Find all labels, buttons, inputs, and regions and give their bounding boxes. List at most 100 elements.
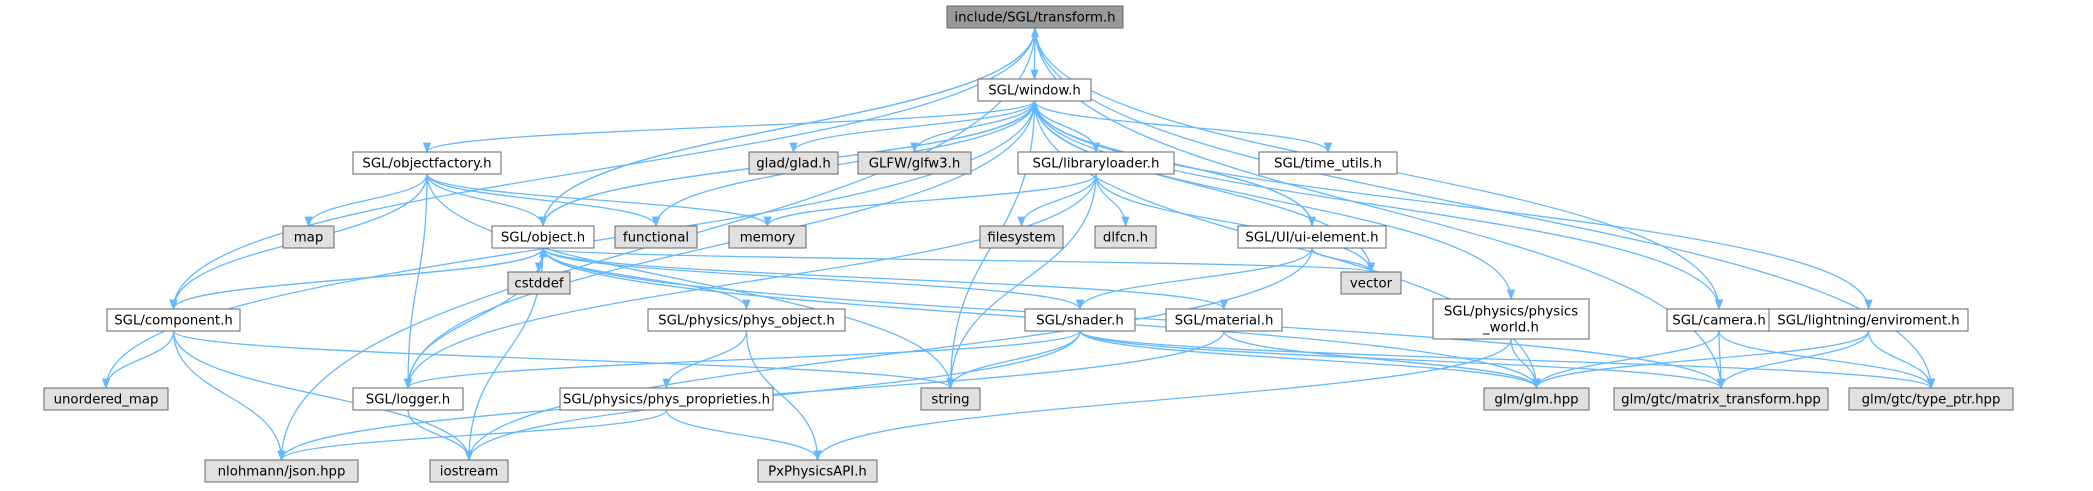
node-label: nlohmann/json.hpp <box>218 465 346 480</box>
edge-window-to-objectfactory <box>423 100 1036 154</box>
node-type-ptr: glm/gtc/type_ptr.hpp <box>1848 387 2014 411</box>
node-label: map <box>294 231 324 246</box>
node-map: map <box>282 225 335 249</box>
node-object[interactable]: SGL/object.h <box>491 225 595 249</box>
edge-object-to-phys_object <box>542 247 751 311</box>
node-box <box>1017 151 1175 175</box>
node-label: SGL/libraryloader.h <box>1033 157 1160 172</box>
edge-window-to-functional <box>651 100 1036 228</box>
node-box <box>757 459 878 483</box>
node-label: GLFW/glfw3.h <box>869 157 961 172</box>
node-label: cstddef <box>514 277 564 292</box>
node-label: unordered_map <box>54 393 159 408</box>
edge-phys_object-to-physx <box>745 330 822 462</box>
node-matrix-transform: glm/gtc/matrix_transform.hpp <box>1613 387 1829 411</box>
node-box <box>491 225 595 249</box>
node-logger[interactable]: SGL/logger.h <box>352 387 464 411</box>
node-box <box>204 459 359 483</box>
node-label: glad/glad.h <box>756 157 831 172</box>
node-box <box>920 387 981 411</box>
edge-camera-to-type_ptr <box>1718 330 1936 390</box>
node-box <box>857 151 972 175</box>
node-iostream: iostream <box>429 459 509 483</box>
node-memory: memory <box>728 225 807 249</box>
node-box <box>614 225 698 249</box>
node-camera[interactable]: SGL/camera.h <box>1666 308 1772 332</box>
node-dlfcn: dlfcn.h <box>1094 225 1157 249</box>
node-filesystem: filesystem <box>979 225 1064 249</box>
node-box <box>1165 308 1283 332</box>
node-box <box>43 387 169 411</box>
edge-shader-to-glm <box>1079 330 1541 390</box>
edge-object-to-material <box>542 247 1228 311</box>
node-box <box>748 151 839 175</box>
node-label: memory <box>740 231 796 246</box>
node-label: iostream <box>440 465 498 480</box>
edge-libraryloader-to-vector <box>1095 173 1376 274</box>
edge-logger-to-iostream <box>407 409 474 462</box>
edge-shader-to-type_ptr <box>1079 330 1935 390</box>
node-box <box>352 151 502 175</box>
edge-objectfactory-to-memory <box>426 173 772 228</box>
node-lightning[interactable]: SGL/lightning/enviroment.h <box>1768 308 1969 332</box>
node-label: SGL/physics/physics <box>1444 305 1578 320</box>
node-label: glm/gtc/matrix_transform.hpp <box>1621 393 1821 408</box>
node-label: SGL/UI/ui-element.h <box>1245 231 1378 246</box>
node-label: SGL/object.h <box>501 231 585 246</box>
node-box <box>1024 308 1136 332</box>
node-box <box>728 225 807 249</box>
node-box <box>1483 387 1590 411</box>
edge-camera-to-glm <box>1532 330 1720 390</box>
edge-component-to-iostream <box>172 330 474 462</box>
edge-window-to-glad <box>789 100 1036 154</box>
node-material[interactable]: SGL/material.h <box>1165 308 1283 332</box>
edge-component-to-unordered_map <box>101 330 175 390</box>
node-shader[interactable]: SGL/shader.h <box>1024 308 1136 332</box>
node-label: vector <box>1350 277 1393 292</box>
node-label: _world.h <box>1482 321 1539 336</box>
node-box <box>1340 271 1402 295</box>
node-label: include/SGL/transform.h <box>954 11 1115 26</box>
node-json: nlohmann/json.hpp <box>204 459 359 483</box>
edge-objectfactory-to-logger <box>403 173 428 390</box>
node-libraryloader[interactable]: SGL/libraryloader.h <box>1017 151 1175 175</box>
node-transform[interactable]: include/SGL/transform.h <box>946 5 1124 29</box>
node-phys-proprieties[interactable]: SGL/physics/phys_proprieties.h <box>559 387 774 411</box>
node-physics-world[interactable]: SGL/physics/physics_world.h <box>1432 298 1590 340</box>
node-phys-object[interactable]: SGL/physics/phys_object.h <box>647 308 846 332</box>
node-window[interactable]: SGL/window.h <box>977 78 1092 102</box>
nodes-layer: include/SGL/transform.hSGL/window.hSGL/o… <box>43 5 2014 483</box>
edge-phys_object-to-phys_proprieties <box>662 330 748 390</box>
node-label: glm/gtc/type_ptr.hpp <box>1862 393 2001 408</box>
node-label: SGL/logger.h <box>366 393 450 408</box>
edge-objectfactory-to-functional <box>426 173 661 228</box>
edge-object-to-logger <box>403 247 544 390</box>
edge-ui_element-to-iostream <box>464 247 1313 462</box>
node-box <box>1613 387 1829 411</box>
edge-libraryloader-to-filesystem <box>1017 173 1097 228</box>
node-box <box>1237 225 1387 249</box>
node-unordered-map: unordered_map <box>43 387 169 411</box>
edge-shader-to-iostream <box>464 330 1081 462</box>
node-box <box>559 387 774 411</box>
node-glad: glad/glad.h <box>748 151 839 175</box>
node-box <box>979 225 1064 249</box>
edge-libraryloader-to-string <box>946 173 1097 390</box>
node-physx: PxPhysicsAPI.h <box>757 459 878 483</box>
node-time-utils[interactable]: SGL/time_utils.h <box>1258 151 1398 175</box>
edge-material-to-glm <box>1223 330 1541 390</box>
edge-lightning-to-matrix_transform <box>1716 330 1870 390</box>
node-component[interactable]: SGL/component.h <box>106 308 241 332</box>
edge-objectfactory-to-object <box>426 173 548 228</box>
edge-phys_proprieties-to-physx <box>665 409 822 462</box>
edge-shader-to-matrix_transform <box>1079 330 1725 390</box>
edge-component-to-json <box>172 330 286 462</box>
edge-lightning-to-glm <box>1532 330 1870 390</box>
node-objectfactory[interactable]: SGL/objectfactory.h <box>352 151 502 175</box>
node-box <box>352 387 464 411</box>
node-label: string <box>931 393 969 408</box>
node-ui-element[interactable]: SGL/UI/ui-element.h <box>1237 225 1387 249</box>
node-box <box>946 5 1124 29</box>
node-label: filesystem <box>987 231 1055 246</box>
